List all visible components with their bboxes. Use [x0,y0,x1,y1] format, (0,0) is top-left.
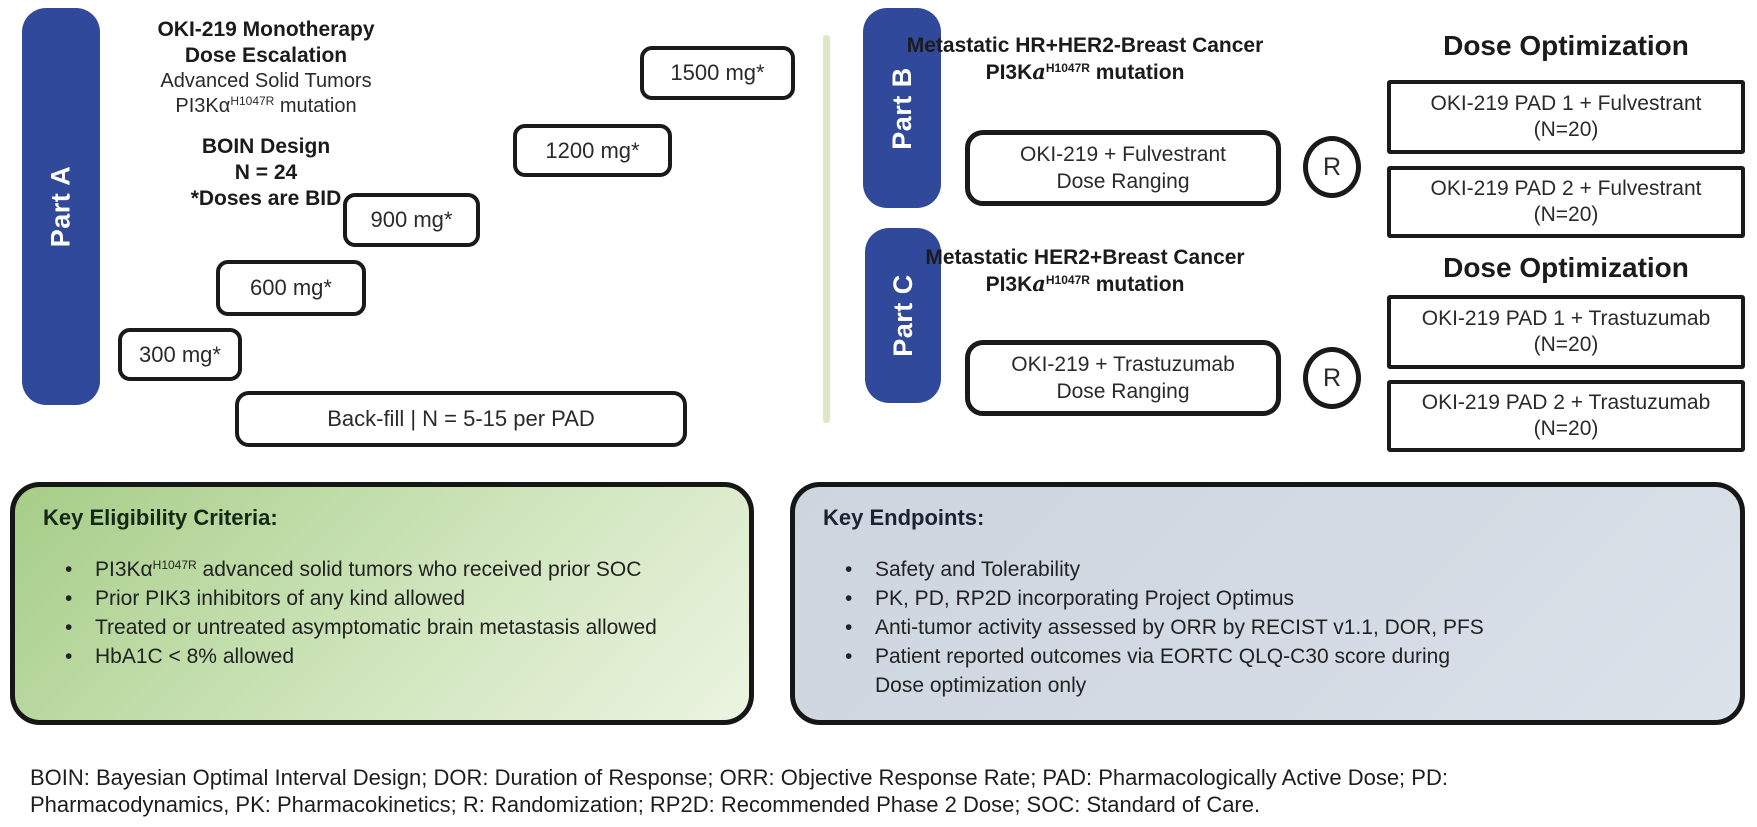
endpoints-item-4: Patient reported outcomes via EORTC QLQ-… [823,642,1712,700]
part-c-heading-line1: Metastatic HER2+Breast Cancer [925,246,1245,269]
endpoints-item-3: Anti-tumor activity assessed by ORR by R… [823,613,1712,642]
part-b-arm2-line1: OKI-219 PAD 2 + Fulvestrant [1430,177,1702,200]
part-a-title-line1: OKI-219 Monotherapy [157,18,375,41]
part-c-mutation: PI3KaH1047R mutation [985,271,1185,296]
part-b-heading-line1: Metastatic HR+HER2-Breast Cancer [906,34,1264,57]
part-b-randomization-circle: R [1303,136,1361,198]
eligibility-item-1: PI3KαH1047R advanced solid tumors who re… [43,555,721,584]
dose-box-1500: 1500 mg* [640,46,795,100]
alpha-glyph: a [1032,271,1046,296]
part-a-mutation: PI3KαH1047R mutation [175,94,357,117]
part-c-dose-ranging-box: OKI-219 + Trastuzumab Dose Ranging [965,340,1281,416]
dose-box-600: 600 mg* [216,260,366,316]
eligibility-panel: Key Eligibility Criteria: PI3KαH1047R ad… [10,482,754,725]
part-a-design-line1: BOIN Design [201,135,331,158]
mutation-superscript: H1047R [1045,273,1090,287]
part-c-pill: Part C [865,228,941,403]
part-a-header: OKI-219 Monotherapy Dose Escalation Adva… [118,17,414,212]
endpoints-list: Safety and Tolerability PK, PD, RP2D inc… [823,555,1712,700]
dose-box-1200: 1200 mg* [513,124,672,177]
part-b-ranging-line2: Dose Ranging [1056,170,1190,193]
part-a-design-line2: N = 24 [234,161,298,184]
part-c-arm2-line1: OKI-219 PAD 2 + Trastuzumab [1421,391,1711,414]
part-c-arm1-box: OKI-219 PAD 1 + Trastuzumab (N=20) [1387,295,1745,369]
part-a-subtitle: Advanced Solid Tumors [160,70,372,92]
abbreviations-footnote: BOIN: Bayesian Optimal Interval Design; … [30,765,1448,817]
part-a-pill: Part A [22,8,100,405]
part-b-dose-optimization-heading: Dose Optimization [1443,30,1689,61]
part-b-arm1-box: OKI-219 PAD 1 + Fulvestrant (N=20) [1387,80,1745,154]
eligibility-heading: Key Eligibility Criteria: [43,505,278,530]
dose-box-900: 900 mg* [343,193,480,247]
part-c-randomization-circle: R [1303,347,1361,409]
part-b-arm2-line2: (N=20) [1533,203,1599,226]
part-c-header: Metastatic HER2+Breast Cancer PI3KaH1047… [900,245,1270,298]
part-a-title-line2: Dose Escalation [184,44,348,67]
part-b-ranging-line1: OKI-219 + Fulvestrant [1019,143,1226,166]
eligibility-list: PI3KαH1047R advanced solid tumors who re… [43,555,721,671]
dose-box-300: 300 mg* [118,328,242,381]
part-c-ranging-line1: OKI-219 + Trastuzumab [1011,353,1235,376]
part-b-arm1-line2: (N=20) [1533,118,1599,141]
backfill-box: Back-fill | N = 5-15 per PAD [235,391,687,447]
endpoints-panel: Key Endpoints: Safety and Tolerability P… [790,482,1745,725]
part-c-arm1-line1: OKI-219 PAD 1 + Trastuzumab [1421,307,1711,330]
part-b-mutation: PI3KaH1047R mutation [985,59,1185,84]
part-b-dose-ranging-box: OKI-219 + Fulvestrant Dose Ranging [965,130,1281,206]
part-a-label: Part A [45,165,76,248]
endpoints-item-1: Safety and Tolerability [823,555,1712,584]
part-b-pill: Part B [863,8,941,208]
part-b-arm1-line1: OKI-219 PAD 1 + Fulvestrant [1430,92,1702,115]
mutation-superscript: H1047R [152,558,197,572]
part-c-ranging-line2: Dose Ranging [1056,380,1190,403]
eligibility-item-3: Treated or untreated asymptomatic brain … [43,613,721,642]
alpha-glyph: a [1032,59,1046,84]
eligibility-item-4: HbA1C < 8% allowed [43,642,721,671]
part-b-arm2-box: OKI-219 PAD 2 + Fulvestrant (N=20) [1387,166,1745,238]
eligibility-item-2: Prior PIK3 inhibitors of any kind allowe… [43,584,721,613]
section-divider [823,35,830,423]
part-c-dose-optimization-heading: Dose Optimization [1443,252,1689,283]
part-c-arm2-line2: (N=20) [1533,417,1599,440]
endpoints-heading: Key Endpoints: [823,505,985,530]
part-a-design-line3: *Doses are BID [190,187,342,210]
mutation-superscript: H1047R [230,94,275,108]
mutation-superscript: H1047R [1045,61,1090,75]
part-c-arm1-line2: (N=20) [1533,333,1599,356]
endpoints-item-2: PK, PD, RP2D incorporating Project Optim… [823,584,1712,613]
part-c-arm2-box: OKI-219 PAD 2 + Trastuzumab (N=20) [1387,380,1745,452]
part-b-header: Metastatic HR+HER2-Breast Cancer PI3KaH1… [900,33,1270,86]
